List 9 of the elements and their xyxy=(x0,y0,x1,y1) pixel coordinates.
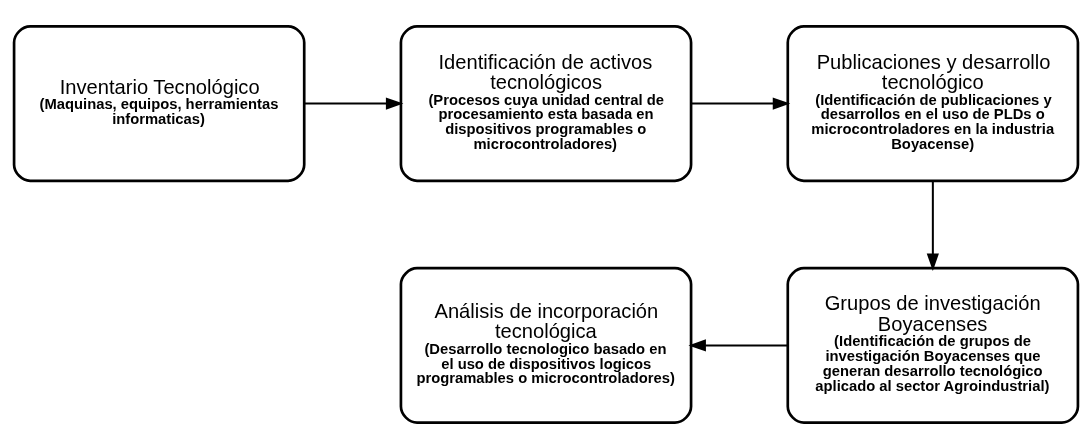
node-box: Identificación de activos tecnológicos (Procesos cuya unidad central de procesamiento esta basada en dispositivos programables o microcontroladores) xyxy=(399,24,693,182)
arrow xyxy=(304,97,404,110)
node-box: Análisis de incorporación tecnológica (Desarrollo tecnologico basado en el uso de dispositivos logicos programables o microcontroladores) xyxy=(399,266,693,424)
node-box: Inventario Tecnológico (Maquinas, equipos, herramientas informaticas) xyxy=(12,24,306,182)
arrow xyxy=(688,338,788,351)
arrow xyxy=(926,180,939,271)
node-box: Grupos de investigación Boyacenses (Identificación de grupos de investigación Boyacenses que generan desarrollo tecnológico aplicado al sector Agroindustrial) xyxy=(786,266,1080,424)
node-box: Publicaciones y desarrollo tecnológico (Identificación de publicaciones y desarrollos en el uso de PLDs o microcontroladores en la industria Boyacense) xyxy=(786,24,1080,182)
arrow xyxy=(691,97,791,110)
